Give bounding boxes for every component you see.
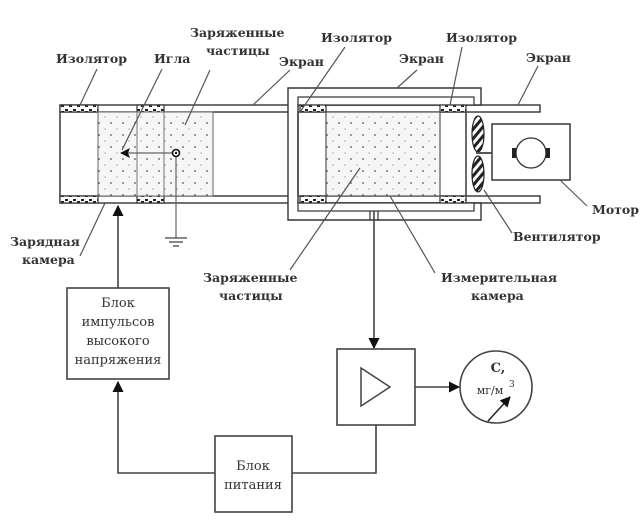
label-screen-1: Экран	[279, 54, 324, 69]
label-charged-particles-top-1: Заряженные	[190, 25, 284, 40]
insulator-left-bottom	[59, 195, 99, 204]
insulator-right-top	[439, 104, 467, 113]
label-needle: Игла	[154, 51, 190, 66]
svg-text:мг/м: мг/м	[477, 384, 504, 397]
label-fan: Вентилятор	[513, 229, 601, 244]
insulator-right-bottom	[439, 195, 467, 204]
insulator-mid-top	[299, 104, 327, 113]
power-to-amplifier-line	[292, 425, 377, 474]
motor-icon	[491, 123, 571, 181]
svg-text:Блок: Блок	[236, 459, 270, 474]
svg-text:высокого: высокого	[86, 334, 150, 349]
concentration-meter: C, мг/м 3	[459, 350, 533, 424]
needle	[120, 148, 181, 158]
label-insulator-right: Изолятор	[446, 30, 517, 45]
label-insulator-left: Изолятор	[56, 51, 127, 66]
label-charged-particles-bottom-1: Заряженные	[203, 270, 297, 285]
label-screen-3: Экран	[526, 50, 571, 65]
fan-icon	[471, 115, 492, 193]
insulator-needle-bottom	[136, 195, 165, 204]
power-block: Блок питания	[214, 435, 293, 513]
svg-text:C,: C,	[491, 361, 506, 376]
label-screen-2: Экран	[399, 51, 444, 66]
amplifier	[336, 348, 416, 426]
insulator-mid-bottom	[299, 195, 327, 204]
charging-tube	[59, 104, 541, 204]
insulator-left-top	[59, 104, 99, 113]
ground-icon	[165, 157, 187, 247]
svg-text:3: 3	[509, 380, 515, 390]
label-insulator-mid: Изолятор	[321, 30, 392, 45]
power-to-pulse-arrow	[112, 380, 215, 474]
svg-text:питания: питания	[224, 478, 282, 493]
labels-top: Изолятор Игла Заряженные частицы Экран И…	[56, 25, 571, 151]
label-charged-particles-top-2: частицы	[206, 43, 270, 58]
labels-bottom: Зарядная камера Заряженные частицы Измер…	[10, 167, 639, 303]
label-charging-chamber-1: Зарядная	[10, 234, 80, 249]
measuring-chamber	[325, 111, 441, 197]
meter-needle-icon	[487, 396, 511, 422]
label-measuring-chamber-1: Измерительная	[441, 270, 557, 285]
amplifier-triangle-icon	[360, 366, 392, 408]
svg-text:напряжения: напряжения	[75, 353, 162, 368]
label-charging-chamber-2: камера	[22, 252, 75, 267]
pulse-block: Блок импульсов высокого напряжения	[66, 287, 170, 380]
label-measuring-chamber-2: камера	[471, 288, 524, 303]
svg-text:импульсов: импульсов	[82, 315, 155, 330]
charging-chamber	[97, 111, 214, 197]
label-charged-particles-bottom-2: частицы	[219, 288, 283, 303]
label-motor: Мотор	[592, 202, 639, 217]
svg-text:Блок: Блок	[101, 296, 135, 311]
